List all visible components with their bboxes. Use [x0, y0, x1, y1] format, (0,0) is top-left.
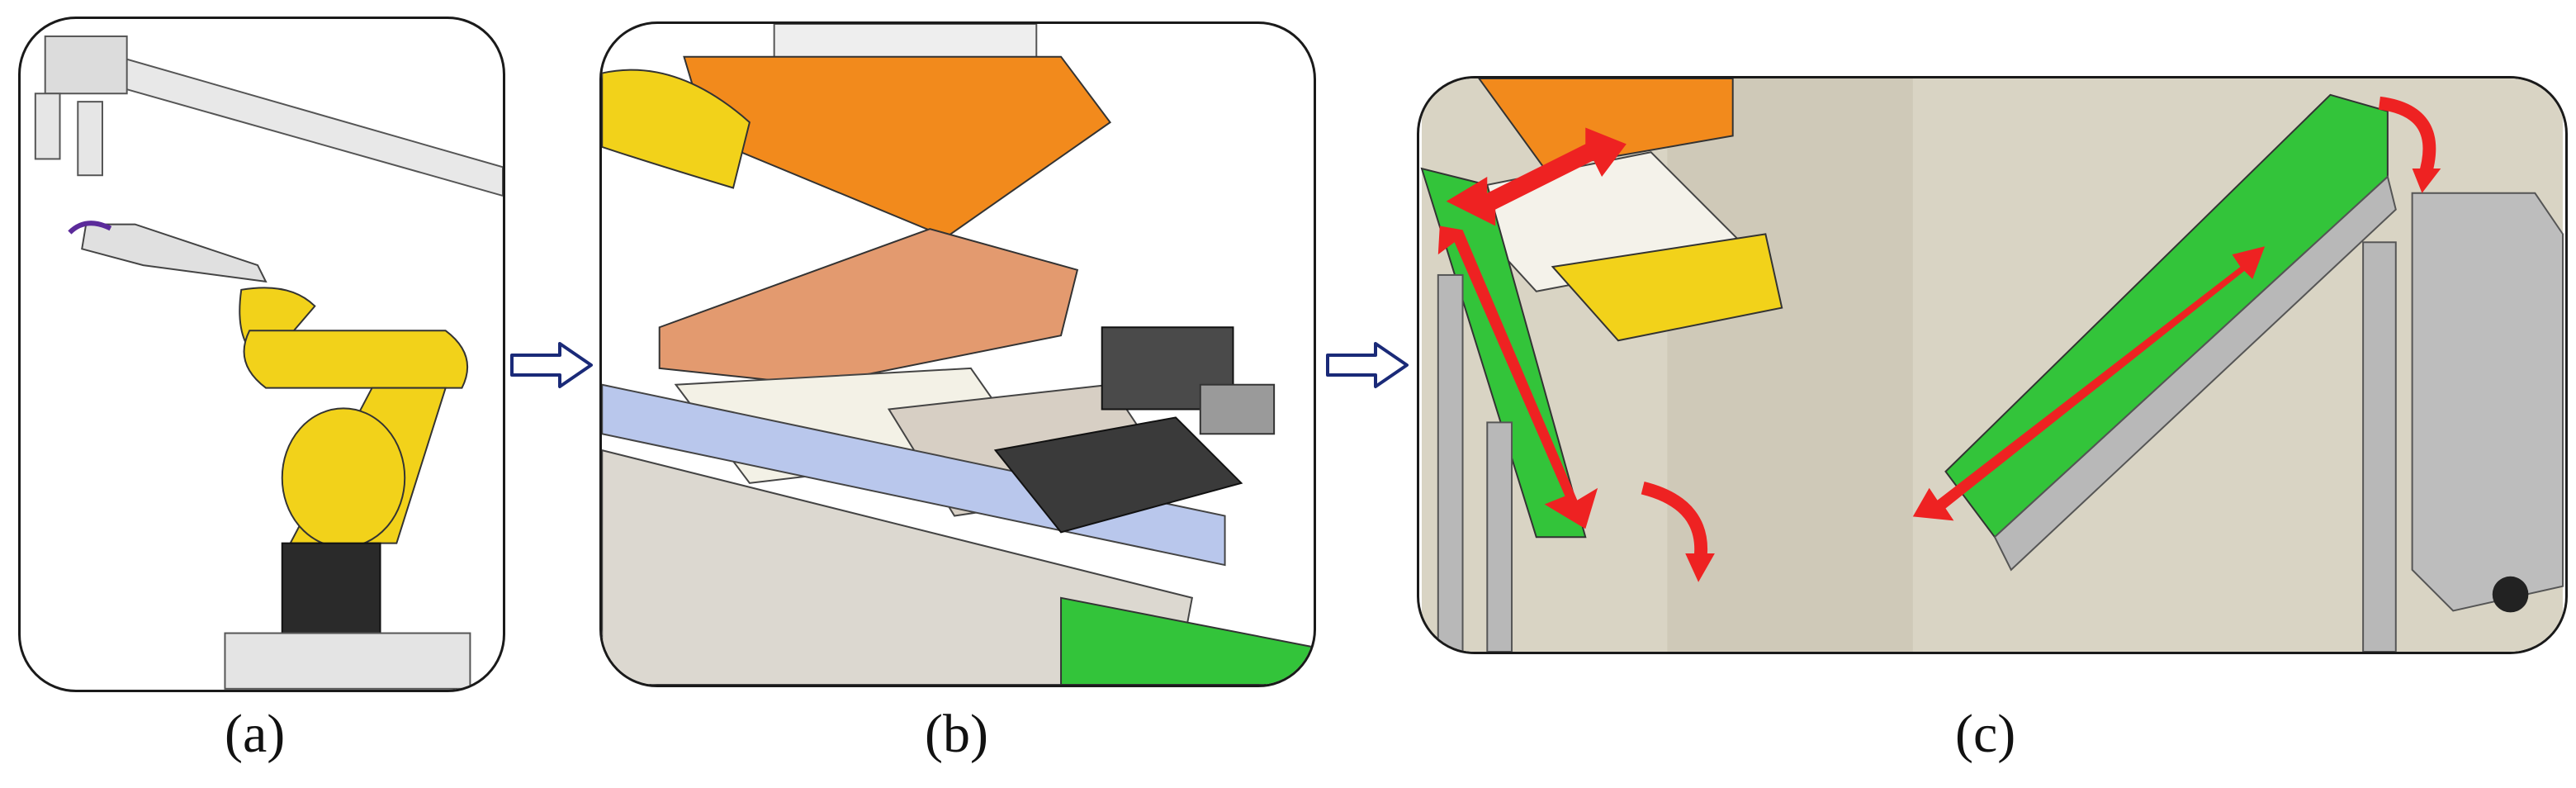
press-head-block [683, 55, 1112, 239]
inclined-conveyor-frame [1993, 175, 2397, 572]
panel-b-press-station [599, 21, 1316, 687]
press-station-illustration [602, 24, 1314, 685]
red-double-arrow-icon [1446, 127, 1627, 226]
caption-a: (a) [225, 704, 286, 764]
robot-upper-arm [243, 330, 469, 389]
gantry-beam [97, 50, 503, 197]
copper-plate [658, 228, 1079, 386]
conveyor-support-leg [1486, 421, 1513, 652]
robot-arm-segment [602, 69, 751, 189]
gripper-wire [68, 221, 112, 235]
caption-c: (c) [1955, 704, 2016, 764]
red-double-arrow-icon [1437, 225, 1598, 529]
fixture-block [993, 416, 1243, 534]
inclined-conveyor-belt [1944, 93, 2389, 539]
robot-base [281, 542, 381, 643]
bin-wheel [2492, 576, 2529, 613]
red-curved-arrow-head [2412, 169, 2441, 193]
panel-c-conveyor-overview [1417, 76, 2568, 654]
press-head-block [1478, 78, 1734, 170]
conveyor-overview-illustration [1420, 78, 2564, 652]
sensor-unit [1199, 383, 1276, 435]
panel-a-robot-arm [18, 17, 505, 692]
conveyor-support-leg [2362, 241, 2397, 652]
yellow-fixture [1551, 233, 1783, 342]
robot-pedestal [224, 632, 471, 690]
hollow-right-arrow-icon [510, 342, 593, 388]
red-double-arrow-icon [1912, 246, 2266, 521]
red-curved-arrow-icon [2378, 96, 2436, 179]
caption-b: (b) [925, 704, 988, 764]
gantry-leg-right [77, 101, 103, 177]
robot-arm-illustration [34, 35, 503, 690]
robot-elbow-joint [281, 407, 406, 548]
gantry-leg-left [34, 93, 61, 160]
red-curved-arrow-icon [1641, 482, 1708, 563]
collection-bin [2411, 192, 2564, 612]
gantry-head [44, 35, 128, 95]
conveyor-belt [1060, 596, 1314, 685]
conveyor-support-leg [1437, 273, 1464, 652]
red-curved-arrow-head [1685, 553, 1715, 582]
hollow-right-arrow-icon [1326, 342, 1409, 388]
gripper-tool [81, 223, 268, 283]
machine-base [602, 449, 1194, 685]
